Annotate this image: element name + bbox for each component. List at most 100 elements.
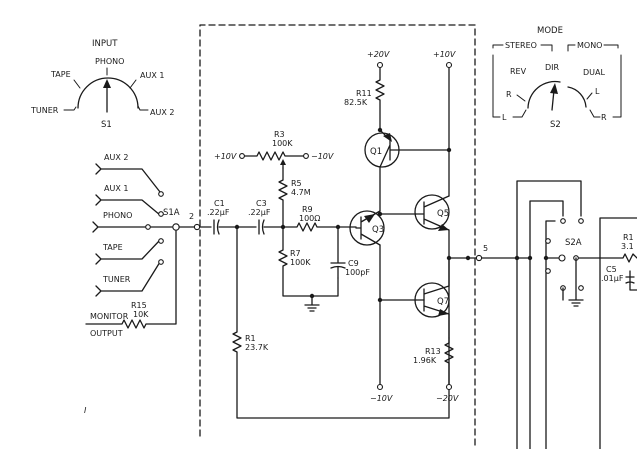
c1-capacitor	[199, 219, 257, 235]
r15-value: 10K	[133, 310, 149, 319]
tuner-lead	[63, 106, 77, 111]
q5-label: Q5	[437, 209, 449, 219]
r13-resistor	[444, 337, 454, 385]
r9-resistor	[283, 222, 357, 232]
mode-rev-label: REV	[510, 67, 527, 76]
phono-jack-wire	[92, 221, 146, 233]
q7-emitter-arrow	[438, 309, 449, 316]
junction-r11-q1	[377, 127, 383, 133]
next-stage-box	[599, 217, 637, 449]
mode-r-left-label: R	[506, 90, 512, 99]
c3-value: .22µF	[248, 208, 271, 217]
r-cut-resistor	[599, 253, 637, 263]
s1a-common	[172, 223, 180, 231]
node-2-label: 2	[189, 212, 194, 221]
q1-leads	[379, 129, 450, 168]
node-5-terminal	[475, 254, 483, 262]
jack-output-label: OUTPUT	[90, 329, 123, 338]
r15-monitor-path	[85, 230, 177, 329]
s1a-contact-tuner	[158, 259, 164, 265]
r9-ref: R9	[302, 205, 313, 214]
junction-q1-q5	[446, 147, 452, 153]
q1-pos-rail: +20V	[367, 50, 390, 59]
r5-resistor	[278, 167, 288, 228]
mode-left-bracket	[492, 54, 501, 118]
q5-emitter-arrow	[438, 224, 449, 231]
mode-selector-diagram: MODE STEREO MONO REV DIR DUAL R L L R S2	[492, 26, 622, 130]
r5-ref: R5	[291, 179, 302, 188]
q3-emitter-arrow	[364, 214, 375, 223]
s1a-contact-aux1	[158, 211, 164, 217]
input-pointer-arrowhead	[103, 79, 111, 88]
mode-switch-label: S2	[550, 120, 561, 130]
jack-tuner-label: TUNER	[102, 275, 131, 284]
r3-left-rail: +10V	[214, 152, 237, 161]
q1-emitter-arrow	[383, 133, 392, 142]
r-cut-value: 3.1	[621, 242, 634, 251]
mode-l-left-label: L	[502, 113, 507, 122]
s2a-contact-2	[578, 218, 584, 224]
r9-value: 100Ω	[299, 214, 320, 223]
mono-bracket-right	[603, 44, 619, 49]
q3-neg-rail: −10V	[370, 394, 393, 403]
r1-ref: R1	[245, 334, 256, 343]
q5-leads	[415, 195, 450, 259]
mode-l2-lead	[586, 92, 593, 100]
node-5-label: 5	[483, 244, 488, 253]
r3-potentiometer	[243, 151, 305, 161]
aux1-lead	[129, 79, 137, 89]
s1a-contact-aux2	[158, 191, 164, 197]
r13-value: 1.96K	[413, 356, 437, 365]
q7-neg-rail-terminal	[445, 383, 453, 391]
input-position-tuner: TUNER	[30, 106, 59, 115]
c3-capacitor	[258, 219, 285, 235]
aux2-lead	[137, 105, 149, 111]
q5-pos-rail: +10V	[433, 50, 456, 59]
q7-neg-rail: −20V	[436, 394, 459, 403]
stereo-bracket-right	[540, 44, 553, 52]
jack-aux1-label: AUX 1	[104, 184, 128, 193]
r3-right-rail: −10V	[311, 152, 334, 161]
mode-l-lead	[512, 109, 527, 118]
input-dial-arc	[77, 77, 139, 109]
s2a-contact-1	[560, 218, 566, 224]
q7-label: Q7	[437, 297, 449, 307]
jack-aux2-label: AUX 2	[104, 153, 128, 162]
jack-tape-label: TAPE	[102, 243, 123, 252]
s2a-contact-7	[578, 285, 584, 291]
s2a-outer-bus	[516, 180, 582, 449]
c9-ref: C9	[348, 259, 359, 268]
c5-value: .01µF	[601, 274, 624, 283]
mode-l-right-label: L	[595, 87, 600, 96]
mode-dial-arc-right	[567, 86, 587, 108]
mode-r-lead	[516, 94, 526, 102]
s1a-contact-tape	[158, 238, 164, 244]
s1a-contact-phono	[145, 224, 151, 230]
input-selector-diagram: INPUT PHONO TAPE AUX 1 TUNER AUX 2 S1	[30, 39, 174, 130]
mode-pointer-arrowhead	[550, 83, 558, 94]
c1-ref: C1	[214, 199, 225, 208]
node-2-terminal	[193, 223, 201, 231]
tuner-jack-wire	[95, 261, 161, 297]
ground-symbol-r7	[304, 295, 320, 312]
r3-ref: R3	[274, 130, 285, 139]
mode-dial-arc-left	[527, 80, 561, 109]
s2a-contact-3	[545, 238, 551, 244]
q1-pos-rail-terminal	[376, 61, 384, 69]
input-selector-title: INPUT	[92, 39, 118, 49]
c1-value: .22µF	[207, 208, 230, 217]
input-switch-label: S1	[101, 120, 112, 130]
ground-symbol-s2a	[568, 257, 584, 307]
r15-ref: R15	[131, 301, 147, 310]
r7-value: 100K	[290, 258, 311, 267]
s2a-contact-4	[545, 268, 551, 274]
input-jacks: AUX 2 AUX 1 PHONO TAPE TUNER MONITOR OUT…	[84, 153, 201, 415]
s2a-common	[558, 254, 566, 262]
stereo-bracket-left	[492, 44, 504, 49]
junction-q3-q7	[377, 297, 383, 303]
c5-capacitor	[625, 270, 637, 291]
mode-dir-label: DIR	[545, 63, 560, 72]
mode-r-right-label: R	[601, 113, 607, 122]
mode-mono-label: MONO	[577, 41, 602, 50]
q1-label: Q1	[370, 147, 382, 157]
